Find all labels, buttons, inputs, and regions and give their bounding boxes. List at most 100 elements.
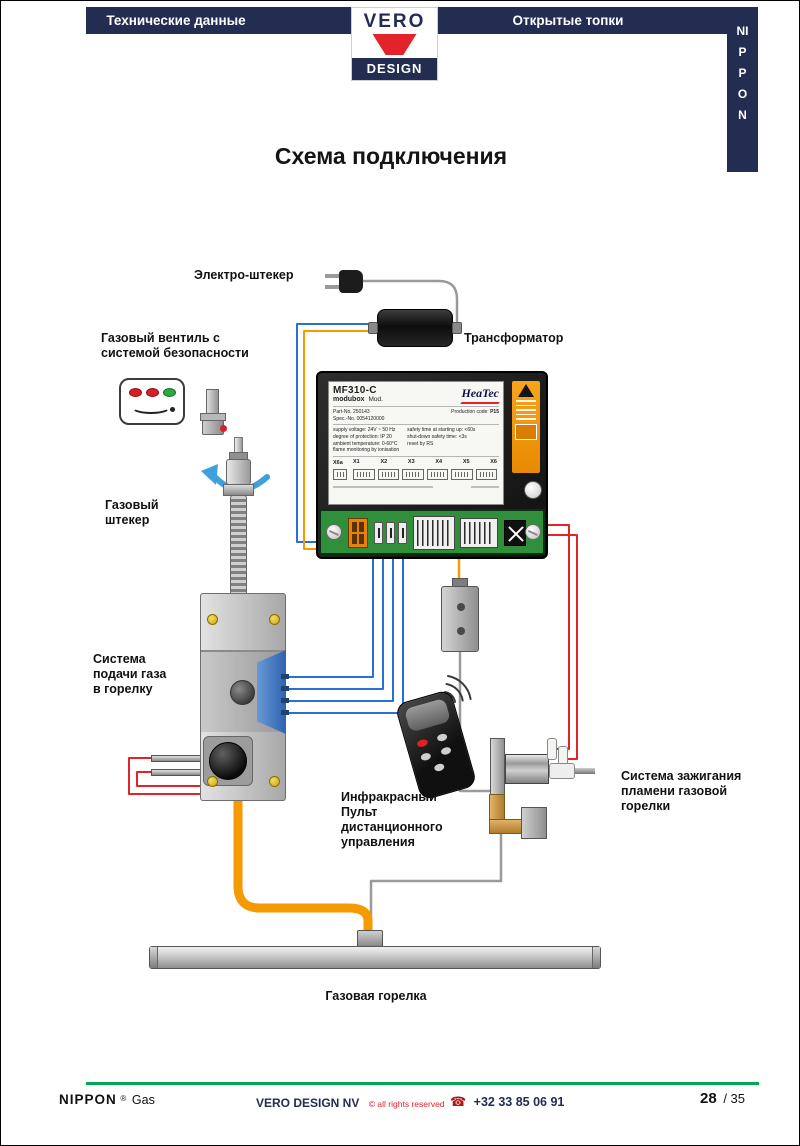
footer-page-number: 28 / 35	[700, 1090, 745, 1107]
valve-screw-icon	[269, 614, 280, 625]
ignition-hex-body	[505, 754, 549, 784]
multipin-connector	[413, 516, 455, 550]
wire-ignition-red-2	[544, 534, 578, 760]
label-ignition: Система зажигания пламени газовой горелк…	[621, 769, 742, 813]
red-button-icon	[146, 388, 159, 397]
connector-slot	[359, 522, 364, 532]
wire-valve-blue-3	[286, 545, 394, 702]
wire-valve-blue-2	[286, 545, 384, 690]
terminal-connectors-row	[353, 469, 497, 481]
remote-button-icon	[433, 762, 445, 772]
label-gas-supply: Система подачи газа в горелку	[93, 652, 167, 696]
gas-supply-valve	[200, 593, 286, 801]
reset-button-icon	[524, 481, 542, 499]
wire-valve-blue-1	[286, 545, 374, 678]
terminal-label: X5	[462, 459, 470, 466]
green-button-icon	[163, 388, 176, 397]
series-name: modubox	[333, 396, 365, 403]
fine-print-bar	[471, 486, 499, 489]
footer-company-name: VERO DESIGN NV	[256, 1096, 360, 1110]
small-connector	[398, 522, 407, 544]
remote-button-icon	[420, 752, 432, 762]
gas-burner-bar	[149, 946, 601, 969]
spec-no: Spec.-No. 0054120000	[333, 415, 385, 422]
sticker-text-bar	[516, 413, 536, 415]
transformer-terminal	[368, 322, 378, 334]
valve-knob	[209, 742, 247, 780]
plug-prong	[325, 285, 340, 289]
small-connector	[374, 522, 383, 544]
registered-trademark-icon: ®	[120, 1094, 127, 1103]
terminal-label: X1	[353, 459, 360, 466]
sticker-text-bar	[516, 409, 536, 411]
remote-red-button-icon	[416, 738, 429, 749]
ignition-mount-block	[521, 807, 547, 839]
valve-wire-terminal	[281, 674, 289, 679]
valve-screw-icon	[269, 776, 280, 787]
terminal-connector-icon	[475, 469, 497, 481]
label-gas-plug: Газовый штекер	[105, 498, 159, 527]
part-no: Part-No. 250143	[333, 409, 370, 415]
header-left-tab: Технические данные	[106, 13, 246, 28]
transformer-unit	[377, 309, 453, 347]
total-pages: / 35	[723, 1091, 745, 1106]
valve-blue-connector-block	[257, 650, 286, 734]
sticker-inner-box	[515, 423, 537, 440]
terminal-label: X2	[380, 459, 388, 466]
terminal-connector-icon	[426, 469, 448, 481]
terminal-label: X3	[407, 459, 415, 466]
valve-center-port	[230, 680, 255, 705]
specs-row: supply voltage: 24V ~ 50 Hz degree of pr…	[333, 427, 499, 454]
multipin-connector	[460, 518, 498, 548]
terminal-strip-pcb	[319, 509, 545, 555]
specs-right: safety time at starting up: <60s shut-do…	[407, 427, 476, 447]
sticker-text-bar	[516, 404, 536, 406]
gas-valve-safety-panel	[119, 378, 185, 425]
valve-wire-terminal	[281, 710, 289, 715]
remote-body	[394, 688, 478, 802]
valve-fitting-stem	[206, 389, 219, 415]
logo-vero-text: VERO	[363, 11, 426, 32]
label-electric-plug: Электро-штекер	[194, 268, 294, 282]
wire-valve-blue-4	[286, 545, 404, 714]
thermocouple-pin	[151, 755, 201, 762]
connector-pins	[464, 522, 494, 544]
valve-fitting-red-dot	[220, 425, 227, 432]
production-code: Production code: P15	[451, 409, 499, 422]
model-number: MF310-C	[333, 385, 377, 396]
label-remote: Инфракрасный Пульт дистанционного управл…	[341, 790, 443, 849]
footer-brand-left: NIPPON ® Gas	[59, 1092, 155, 1107]
valve-screw-icon	[207, 614, 218, 625]
burner-inlet-connector	[357, 930, 383, 947]
part-numbers: Part-No. 250143 Spec.-No. 0054120000	[333, 409, 384, 422]
terminal-connector-icon	[353, 469, 375, 481]
warning-triangle-icon	[518, 384, 534, 397]
connector-pins	[417, 520, 451, 546]
valve-wire-terminal	[281, 698, 289, 703]
electric-plug-icon	[339, 270, 363, 293]
current-page-number: 28	[700, 1090, 717, 1107]
remote-ir-window	[403, 697, 451, 733]
footer-green-rule	[86, 1082, 759, 1085]
warning-sticker	[512, 381, 540, 473]
footer-nippon-text: NIPPON	[59, 1092, 117, 1107]
valve-screw-icon	[207, 776, 218, 787]
footer-rights-text: © all rights reserved	[368, 1099, 445, 1109]
footer-gas-text: Gas	[131, 1093, 155, 1107]
valve-section-divider	[201, 650, 285, 652]
ignition-ceramic-terminal	[547, 738, 557, 760]
lever-arc-icon	[131, 400, 171, 414]
footer-phone-number: +32 33 85 06 91	[473, 1095, 565, 1109]
connector-slot	[352, 522, 357, 532]
logo-red-shape-icon	[372, 34, 417, 55]
orange-connector	[348, 518, 368, 548]
sticker-text-bar	[516, 400, 536, 402]
connector-slot	[352, 534, 357, 544]
logo-design-text: DESIGN	[352, 58, 437, 80]
infrared-remote	[394, 688, 478, 802]
fine-print-bar	[333, 486, 433, 489]
remote-button-icon	[436, 732, 448, 742]
phone-icon: ☎	[450, 1094, 467, 1109]
